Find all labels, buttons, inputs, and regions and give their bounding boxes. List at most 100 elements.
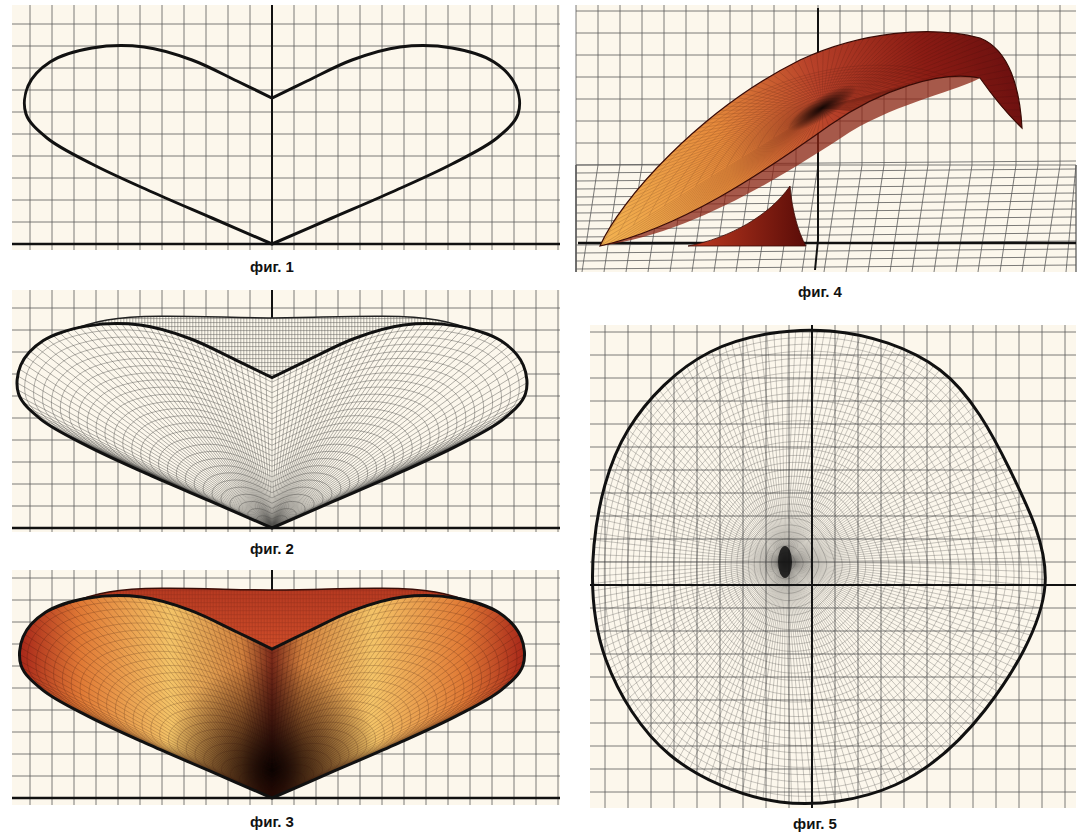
illustration-part <box>162 5 163 250</box>
illustration-part <box>12 200 560 201</box>
illustration-part <box>93 307 94 384</box>
illustration-part <box>390 579 391 656</box>
illustration-part <box>495 579 496 656</box>
illustration-part <box>144 579 145 656</box>
illustration-part <box>68 603 272 798</box>
surface-fill <box>17 324 527 528</box>
illustration-part <box>222 579 223 656</box>
illustration-part <box>272 363 522 528</box>
illustration-part <box>605 325 606 808</box>
illustration-part <box>785 366 934 562</box>
illustration-part <box>785 562 1018 661</box>
axis-line <box>12 797 560 800</box>
illustration-part <box>441 307 442 384</box>
illustration-part <box>333 307 334 384</box>
illustration-part <box>621 443 785 562</box>
illustration-part <box>615 456 785 562</box>
illustration-part <box>785 331 788 562</box>
illustration-part <box>785 331 832 562</box>
grid-lines <box>12 5 560 250</box>
illustration-part <box>342 307 343 384</box>
illustration-part <box>785 562 1045 579</box>
illustration-part <box>973 325 974 808</box>
surface-mesh-group <box>17 324 527 528</box>
illustration-part <box>27 606 517 607</box>
illustration-part <box>69 366 474 528</box>
illustration-part <box>453 307 454 384</box>
illustration-part <box>785 477 1013 562</box>
illustration-part <box>72 307 73 384</box>
illustration-part <box>785 562 891 787</box>
illustration-part <box>324 579 325 656</box>
illustration-part <box>636 418 785 562</box>
illustration-part <box>71 637 473 798</box>
axis-line <box>12 243 560 246</box>
illustration-part <box>138 579 139 656</box>
illustration-part <box>272 641 522 798</box>
illustration-part <box>27 630 517 631</box>
figure-3-panel <box>12 570 560 805</box>
illustration-part <box>785 562 911 777</box>
illustration-part <box>785 330 803 562</box>
illustration-part <box>309 579 310 656</box>
illustration-part <box>1066 165 1076 272</box>
illustration-part <box>231 579 232 656</box>
illustration-part <box>492 5 493 250</box>
illustration-part <box>27 610 517 611</box>
illustration-part <box>25 350 519 351</box>
illustration-part <box>649 401 785 562</box>
illustration-part <box>87 326 272 528</box>
illustration-part <box>213 579 214 656</box>
illustration-part <box>404 5 405 250</box>
illustration-part <box>12 134 560 135</box>
illustration-part <box>378 579 379 656</box>
illustration-part <box>272 610 495 798</box>
illustration-part <box>956 165 972 272</box>
illustration-part <box>785 444 997 562</box>
illustration-part <box>576 11 1076 12</box>
illustration-part <box>108 307 109 384</box>
axis-line <box>578 242 1076 245</box>
illustration-part <box>170 332 272 528</box>
illustration-part <box>272 649 273 798</box>
illustration-part <box>27 642 517 643</box>
illustration-part <box>558 5 559 250</box>
illustration-part <box>558 290 559 532</box>
illustration-part <box>785 490 1019 562</box>
illustration-part <box>612 562 785 675</box>
panel-ground <box>590 325 1076 808</box>
illustration-part <box>36 579 37 656</box>
illustration-part <box>18 376 272 528</box>
illustration-part <box>231 307 232 384</box>
illustration-part <box>785 562 871 794</box>
illustration-part <box>846 165 862 272</box>
illustration-part <box>25 362 519 363</box>
grid-lines <box>12 570 560 805</box>
illustration-part <box>272 338 497 528</box>
illustration-part <box>23 402 272 528</box>
illustration-part <box>338 5 339 250</box>
illustration-part <box>429 579 430 656</box>
illustration-part <box>272 637 297 798</box>
illustration-part <box>602 497 785 562</box>
illustration-part <box>514 570 515 805</box>
illustration-part <box>590 355 1076 356</box>
illustration-part <box>105 307 106 384</box>
illustration-part <box>45 579 46 656</box>
illustration-part <box>763 562 785 799</box>
illustration-part <box>272 383 527 528</box>
illustration-part <box>225 579 226 656</box>
illustration-part <box>18 390 272 528</box>
illustration-part <box>63 579 64 656</box>
illustration-part <box>312 579 313 656</box>
illustration-part <box>12 68 560 69</box>
illustration-part <box>756 562 785 797</box>
heart-curve <box>17 324 527 528</box>
illustration-part <box>598 5 599 165</box>
illustration-part <box>785 413 978 562</box>
illustration-part <box>498 579 499 656</box>
illustration-part <box>785 562 998 692</box>
illustration-part <box>74 5 75 250</box>
illustration-part <box>712 351 785 562</box>
